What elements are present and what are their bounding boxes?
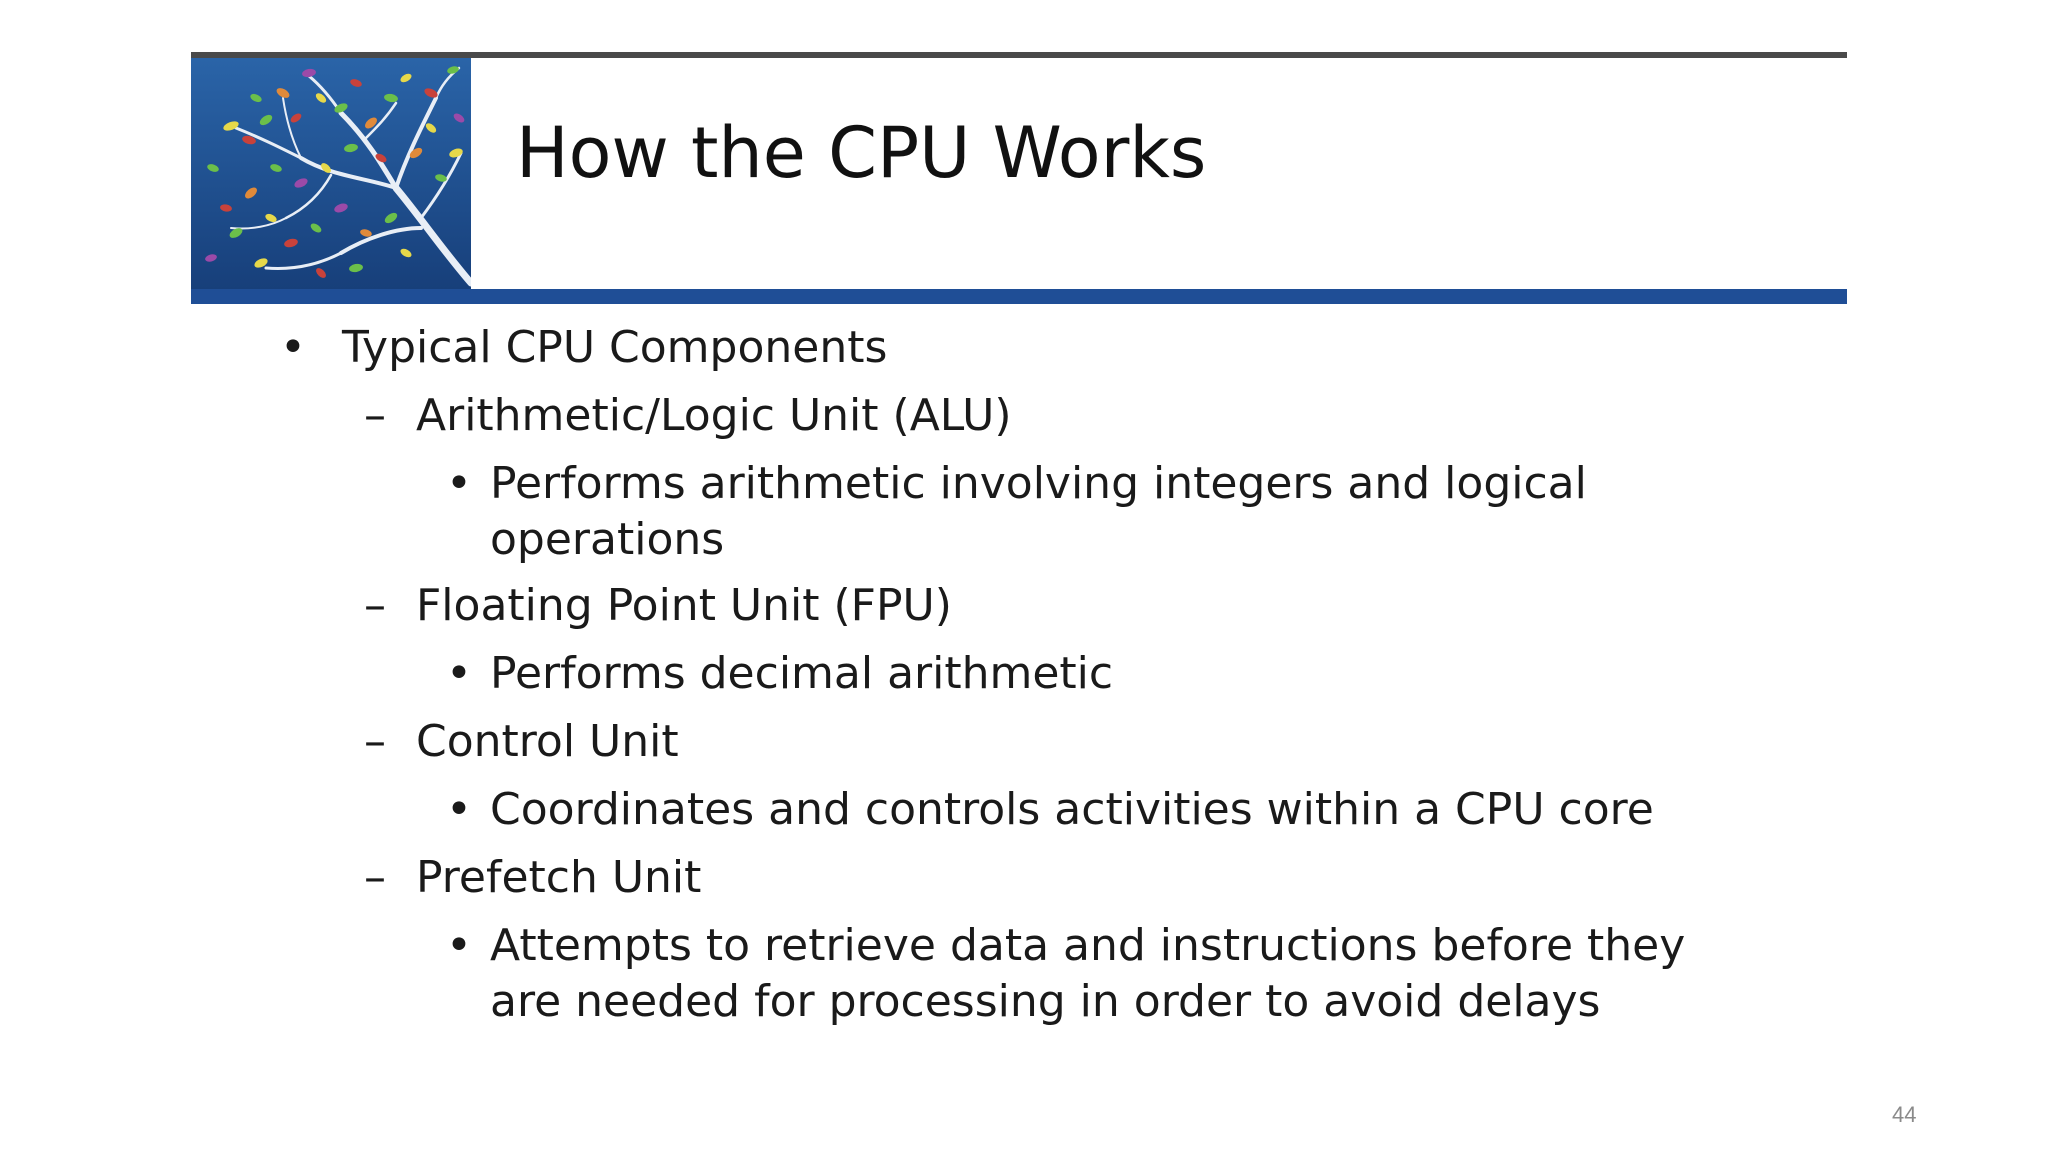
tree-branch-with-colorful-leaves-icon xyxy=(191,58,471,290)
slide-title: How the CPU Works xyxy=(516,112,1207,194)
bullet-marker: • xyxy=(446,920,472,971)
dash-marker: – xyxy=(364,390,386,441)
component-heading-control-unit: Control Unit xyxy=(416,716,679,767)
bullet-marker: • xyxy=(446,458,472,509)
top-rule xyxy=(191,52,1847,58)
component-detail: Performs decimal arithmetic xyxy=(490,648,1114,699)
component-detail: operations xyxy=(490,514,725,565)
component-detail: Performs arithmetic involving integers a… xyxy=(490,458,1587,509)
component-heading-prefetch-unit: Prefetch Unit xyxy=(416,852,702,903)
component-heading-alu: Arithmetic/Logic Unit (ALU) xyxy=(416,390,1012,441)
component-heading-fpu: Floating Point Unit (FPU) xyxy=(416,580,952,631)
dash-marker: – xyxy=(364,852,386,903)
bullet-marker: • xyxy=(280,322,306,373)
dash-marker: – xyxy=(364,580,386,631)
bullet-marker: • xyxy=(446,784,472,835)
dash-marker: – xyxy=(364,716,386,767)
component-detail: Attempts to retrieve data and instructio… xyxy=(490,920,1686,971)
component-detail: Coordinates and controls activities with… xyxy=(490,784,1654,835)
title-underline-bar xyxy=(191,289,1847,304)
bullet-level1: Typical CPU Components xyxy=(342,322,888,373)
bullet-marker: • xyxy=(446,648,472,699)
component-detail: are needed for processing in order to av… xyxy=(490,976,1601,1027)
page-number: 44 xyxy=(1892,1102,1917,1127)
